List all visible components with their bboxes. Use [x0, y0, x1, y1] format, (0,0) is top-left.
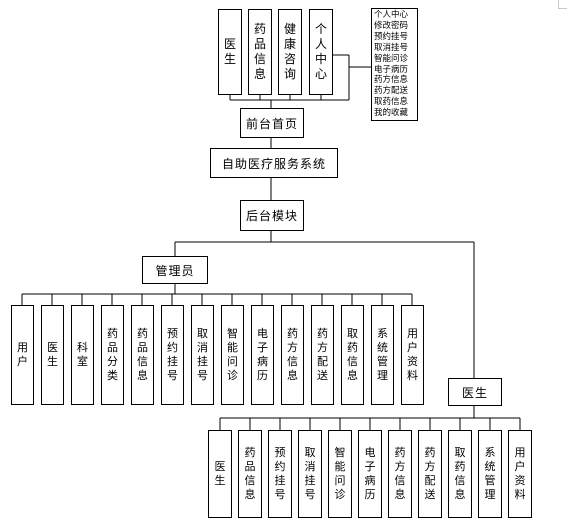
doctor-module-booking: 预约挂号 — [268, 430, 292, 518]
top-module-doctor: 医生 — [218, 9, 242, 95]
admin-module-doctor: 医生 — [41, 305, 64, 405]
top-module-drug-info: 药品信息 — [248, 9, 272, 95]
admin-module-smart-consult: 智能问诊 — [221, 305, 244, 405]
front-home-node: 前台首页 — [240, 108, 304, 138]
list-item: 预约挂号 — [374, 31, 409, 42]
backend-module-node: 后台模块 — [240, 200, 304, 231]
list-item: 取消挂号 — [374, 42, 409, 53]
system-root-node: 自助医疗服务系统 — [210, 148, 338, 178]
doctor-module-drug-info: 药品信息 — [238, 430, 262, 518]
admin-module-medical-record: 电子病历 — [251, 305, 274, 405]
list-item: 智能问诊 — [374, 53, 409, 64]
admin-module-booking: 预约挂号 — [161, 305, 184, 405]
admin-module-cancel-booking: 取消挂号 — [191, 305, 214, 405]
doctor-node: 医生 — [448, 378, 502, 406]
doctor-module-user-profile: 用户资料 — [508, 430, 532, 518]
doctor-module-doctor: 医生 — [208, 430, 232, 518]
admin-module-drug-info: 药品信息 — [131, 305, 154, 405]
doctor-module-prescription-info: 药方信息 — [388, 430, 412, 518]
list-item: 药方信息 — [374, 75, 409, 86]
admin-node: 管理员 — [142, 256, 208, 284]
list-item: 修改密码 — [374, 20, 409, 31]
doctor-module-smart-consult: 智能问诊 — [328, 430, 352, 518]
list-item: 我的收藏 — [374, 108, 409, 119]
doctor-module-prescription-delivery: 药方配送 — [418, 430, 442, 518]
top-module-personal-center: 个人中心 — [309, 9, 333, 95]
list-item: 个人中心 — [374, 10, 409, 20]
corner-crop-mark — [558, 0, 567, 9]
list-item: 取药信息 — [374, 97, 409, 108]
admin-module-system-management: 系统管理 — [371, 305, 394, 405]
admin-module-drug-category: 药品分类 — [101, 305, 124, 405]
list-item: 电子病历 — [374, 64, 409, 75]
doctor-module-cancel-booking: 取消挂号 — [298, 430, 322, 518]
admin-module-user: 用户 — [11, 305, 34, 405]
admin-module-prescription-delivery: 药方配送 — [311, 305, 334, 405]
admin-module-user-profile: 用户资料 — [401, 305, 424, 405]
admin-module-prescription-info: 药方信息 — [281, 305, 304, 405]
personal-center-list: 个人中心 修改密码 预约挂号 取消挂号 智能问诊 电子病历 药方信息 药方配送 … — [371, 8, 418, 121]
admin-module-pickup-info: 取药信息 — [341, 305, 364, 405]
top-module-health-consult: 健康咨询 — [278, 9, 302, 95]
doctor-module-medical-record: 电子病历 — [358, 430, 382, 518]
admin-module-department: 科室 — [71, 305, 94, 405]
doctor-module-system-management: 系统管理 — [478, 430, 502, 518]
list-item: 药方配送 — [374, 86, 409, 97]
doctor-module-pickup-info: 取药信息 — [448, 430, 472, 518]
